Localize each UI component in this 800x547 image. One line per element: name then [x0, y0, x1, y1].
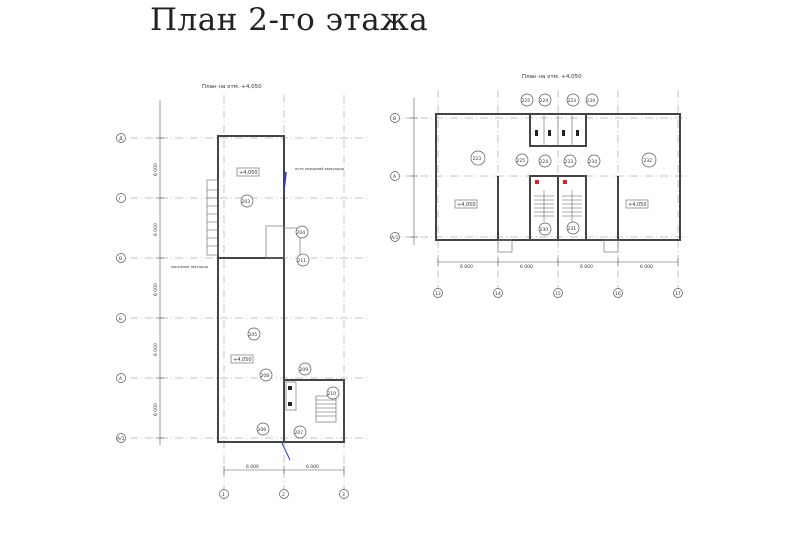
left-row-dim-3: 6 000: [153, 283, 159, 296]
right-room-234-top: 234: [587, 98, 596, 104]
left-level-mark-2: +4,050: [233, 357, 252, 363]
right-col-label-1: 13: [435, 291, 441, 297]
left-note-exterior-stair: наружная лестница: [171, 265, 208, 269]
right-level-mark-1: +4,050: [457, 202, 476, 208]
left-col-dim-2: 6 000: [306, 464, 319, 470]
left-room-203: 203: [242, 199, 251, 205]
right-col-dim-3: 6 000: [580, 264, 593, 270]
left-col-label-1: 1: [222, 492, 225, 498]
left-room-209: 209: [300, 367, 309, 373]
right-level-mark-2: +4,050: [628, 202, 647, 208]
right-floor-plan: План на отм. +4,050 В А А/1: [390, 74, 690, 298]
right-room-224-top: 224: [540, 98, 549, 104]
right-room-225: 225: [517, 158, 526, 164]
left-row-dim-5: 6 000: [153, 403, 159, 416]
left-row-label-2: Г: [119, 196, 122, 202]
left-room-211: 211: [298, 258, 307, 264]
right-room-225-top: 225: [522, 98, 531, 104]
left-row-label-4: Б: [119, 316, 122, 322]
left-note-evacuation: пути пожарной эвакуации: [295, 167, 344, 171]
left-row-label-3: В: [119, 256, 122, 262]
left-row-dim-1: 6 000: [153, 163, 159, 176]
right-row-label-2: А: [393, 174, 397, 180]
right-room-224: 224: [540, 159, 549, 165]
left-row-label-6: А/1: [117, 436, 125, 442]
right-room-233: 233: [565, 159, 574, 165]
left-floor-plan: План на отм. +4,050 6 000 6 000 6 000 6 …: [116, 84, 370, 499]
left-row-dim-4: 6 000: [153, 343, 159, 356]
left-plan-caption: План на отм. +4,050: [202, 84, 262, 90]
left-room-208: 208: [261, 373, 270, 379]
left-row-dim-2: 6 000: [153, 223, 159, 236]
right-col-label-5: 17: [675, 291, 681, 297]
left-col-label-3: 3: [342, 492, 345, 498]
right-plan-caption: План на отм. +4,050: [522, 74, 582, 80]
right-row-label-1: В: [393, 116, 396, 122]
right-room-232: 232: [644, 158, 653, 164]
left-room-210: 210: [328, 391, 337, 397]
right-col-label-2: 14: [495, 291, 501, 297]
right-room-223: 223: [473, 156, 482, 162]
right-col-label-3: 15: [555, 291, 561, 297]
left-room-206: 206: [258, 427, 267, 433]
left-row-label-1: Д: [119, 136, 123, 142]
left-room-205: 205: [249, 332, 258, 338]
right-room-233-top: 233: [568, 98, 577, 104]
left-col-dim-1: 6 000: [246, 464, 259, 470]
right-col-label-4: 16: [615, 291, 621, 297]
left-room-204: 204: [297, 230, 306, 236]
right-room-234: 234: [589, 159, 598, 165]
page-title: План 2-го этажа: [150, 2, 429, 38]
right-room-230: 230: [540, 227, 549, 233]
left-col-label-2: 2: [282, 492, 285, 498]
left-row-label-5: А: [119, 376, 123, 382]
right-row-label-3: А/1: [391, 235, 399, 241]
left-room-207: 207: [295, 430, 304, 436]
right-room-231: 231: [568, 226, 577, 232]
right-col-dim-1: 6 000: [460, 264, 473, 270]
right-col-dim-4: 6 000: [640, 264, 653, 270]
left-level-mark-1: +4,050: [239, 170, 258, 176]
right-col-dim-2: 6 000: [520, 264, 533, 270]
